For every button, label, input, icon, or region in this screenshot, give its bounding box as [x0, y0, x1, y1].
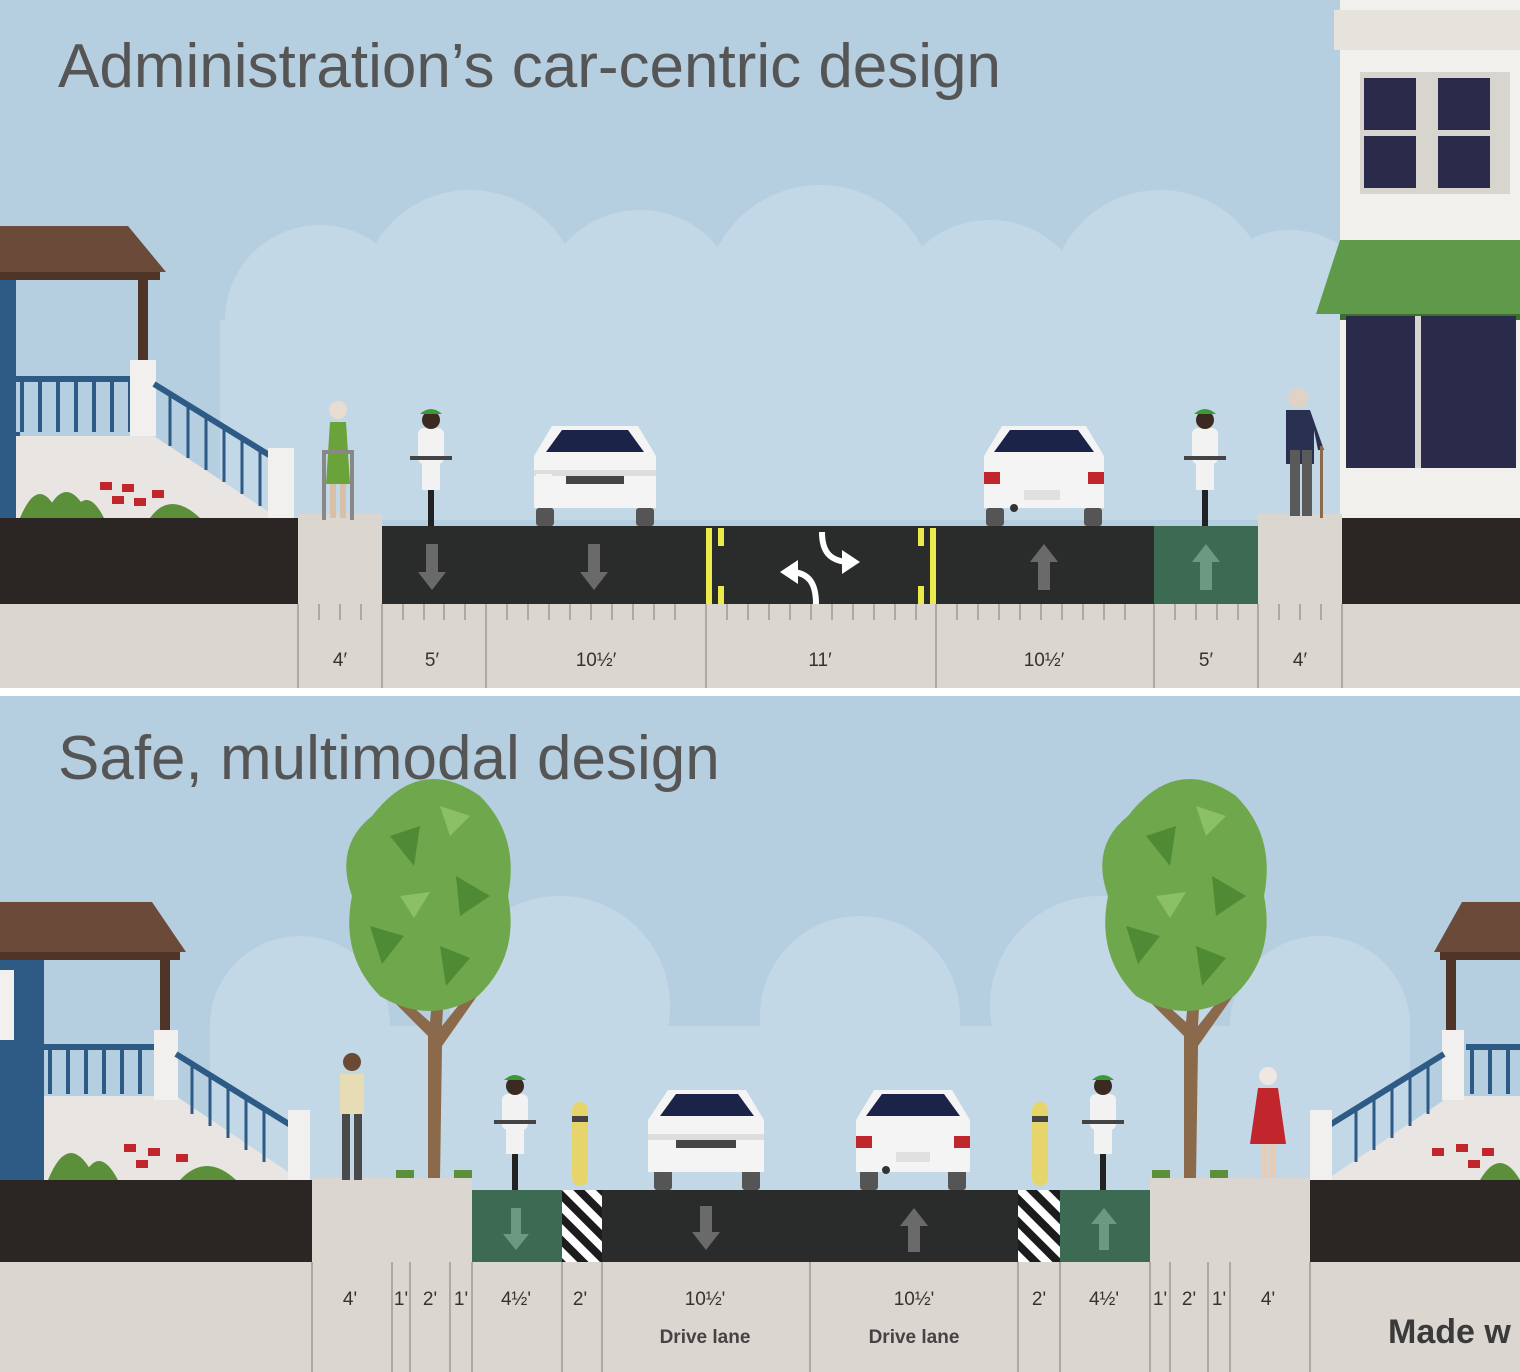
left-soil: [0, 518, 298, 604]
bollards: [572, 1102, 1048, 1186]
width-label: 1': [1211, 1289, 1227, 1310]
segment-label: Drive lane: [868, 1327, 960, 1348]
car-left: [534, 426, 656, 526]
segment-label: Drive lane: [659, 1327, 751, 1348]
car-left: [648, 1090, 764, 1190]
tree-right: [1102, 779, 1267, 1180]
width-label: 5′: [1198, 650, 1214, 671]
left-house: [0, 902, 310, 1186]
width-label: 10½': [684, 1289, 726, 1310]
width-label: 2': [1031, 1289, 1047, 1310]
width-label: 4½': [1088, 1289, 1120, 1310]
pedestrian-right: [1250, 1067, 1286, 1178]
pedestrian-walker-left: [322, 401, 354, 520]
right-soil: [1310, 1180, 1520, 1262]
width-label: 5′: [424, 650, 440, 671]
pedestrian-left: [340, 1053, 364, 1180]
cyclist-left: [494, 1075, 536, 1190]
right-house: [1310, 902, 1520, 1182]
segment-sidewalk-right: [1150, 1178, 1310, 1262]
width-ruler: [297, 604, 1343, 688]
width-label: 2': [572, 1289, 588, 1310]
panel-separator: [0, 688, 1520, 696]
left-soil: [0, 1180, 312, 1262]
cyclist-right: [1082, 1075, 1124, 1190]
credit-text: Made w: [1388, 1313, 1511, 1351]
buffer-hatch-right: [1018, 1190, 1060, 1262]
cyclist-left: [410, 409, 452, 526]
width-ruler: [311, 1262, 1311, 1372]
car-right: [856, 1090, 970, 1190]
right-storefront: [1316, 0, 1520, 520]
left-house: [0, 226, 294, 520]
buffer-hatch-left: [562, 1190, 602, 1262]
segment-sidewalk-left: [298, 514, 382, 604]
tree-wells: [396, 1170, 1228, 1178]
ground-strip: [0, 1262, 1520, 1372]
width-label: 4': [342, 1289, 358, 1310]
width-label: 1': [393, 1289, 409, 1310]
lane-arrows: [418, 544, 1058, 590]
cyclist-right: [1184, 409, 1226, 526]
car-centric-title: Administration’s car-centric design: [58, 32, 1002, 101]
ground-strip: [0, 604, 1520, 688]
width-label: 2': [422, 1289, 438, 1310]
width-label: 1': [1152, 1289, 1168, 1310]
width-label: 4': [1260, 1289, 1276, 1310]
car-centric-panel: Administration’s car-centric design 4′ 5…: [0, 0, 1520, 688]
width-label: 4½': [500, 1289, 532, 1310]
multimodal-street-section: [0, 696, 1520, 1372]
width-label: 10½': [893, 1289, 935, 1310]
width-label: 11′: [808, 650, 832, 671]
bike-lane-arrows: [503, 1208, 1117, 1250]
width-label: 2': [1181, 1289, 1197, 1310]
segment-sidewalk-left: [312, 1178, 472, 1262]
width-label: 1': [453, 1289, 469, 1310]
car-right: [984, 426, 1104, 526]
tree-left: [346, 779, 511, 1180]
segment-sidewalk-right: [1258, 514, 1342, 604]
turn-lane-yellow-lines: [706, 528, 936, 604]
bike-lane-arrow: [1192, 544, 1220, 590]
lane-arrows: [692, 1206, 928, 1252]
turn-arrow-heads: [780, 550, 860, 584]
width-label: 4′: [1292, 650, 1308, 671]
right-soil: [1342, 518, 1520, 604]
width-label: 4′: [332, 650, 348, 671]
pedestrian-elder-right: [1286, 388, 1324, 518]
multimodal-title: Safe, multimodal design: [58, 724, 720, 793]
multimodal-panel: Safe, multimodal design 4' 1' 2' 1' 4½' …: [0, 696, 1520, 1372]
width-label: 10½′: [575, 650, 617, 671]
car-centric-street-section: [0, 0, 1520, 688]
width-label: 10½′: [1023, 650, 1065, 671]
